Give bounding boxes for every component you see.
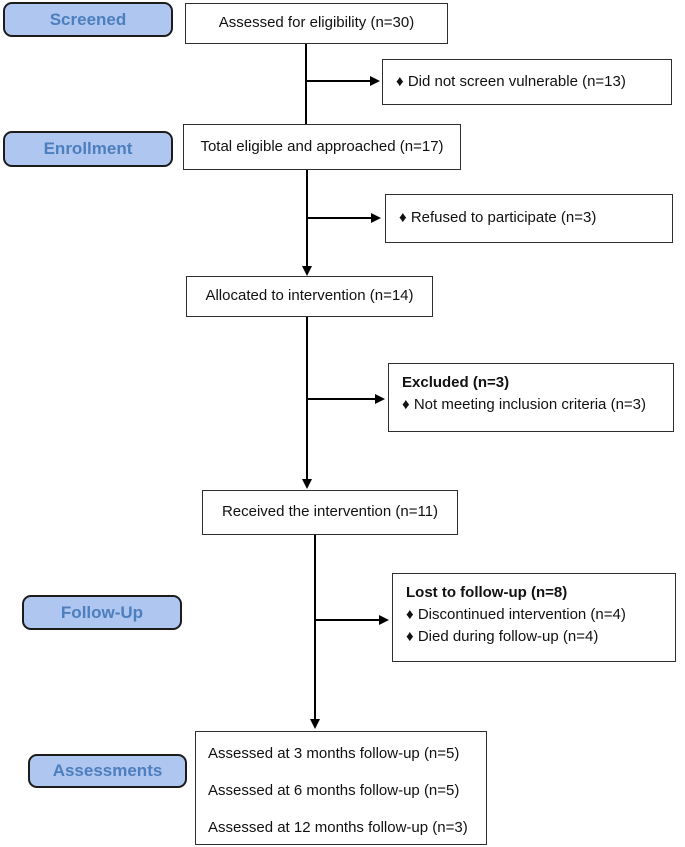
node-total-eligible: Total eligible and approached (n=17) bbox=[183, 124, 461, 170]
node-received: Received the intervention (n=11) bbox=[202, 490, 458, 535]
node-allocated: Allocated to intervention (n=14) bbox=[186, 276, 433, 317]
arrowhead-right-excluded bbox=[375, 393, 385, 404]
stage-label-assessments: Assessments bbox=[28, 754, 187, 788]
stage-label-enrollment: Enrollment bbox=[3, 131, 173, 167]
arrowhead-down-assessments bbox=[309, 719, 320, 729]
stage-label-followup: Follow-Up bbox=[22, 595, 182, 630]
node-refused: ♦ Refused to participate (n=3) bbox=[385, 194, 673, 243]
excluded-item: ♦ Not meeting inclusion criteria (n=3) bbox=[402, 396, 647, 413]
lost-item-2: ♦ Died during follow-up (n=4) bbox=[406, 628, 599, 645]
connector-h3 bbox=[307, 398, 376, 400]
node-did-not-screen: ♦ Did not screen vulnerable (n=13) bbox=[382, 59, 672, 105]
arrowhead-right-did-not-screen bbox=[370, 75, 380, 86]
assessed-3mo: Assessed at 3 months follow-up (n=5) bbox=[208, 745, 460, 762]
connector-v4 bbox=[314, 535, 316, 720]
arrowhead-right-lost bbox=[379, 614, 389, 625]
assessed-6mo: Assessed at 6 months follow-up (n=5) bbox=[208, 782, 460, 799]
assessed-12mo: Assessed at 12 months follow-up (n=3) bbox=[208, 819, 468, 836]
lost-title: Lost to follow-up (n=8) bbox=[406, 584, 568, 601]
node-lost-followup: Lost to follow-up (n=8) ♦ Discontinued i… bbox=[392, 573, 676, 662]
lost-item-1: ♦ Discontinued intervention (n=4) bbox=[406, 606, 626, 623]
connector-v3 bbox=[306, 317, 308, 480]
connector-h1 bbox=[306, 80, 371, 82]
stage-label-screened: Screened bbox=[3, 2, 173, 37]
excluded-title: Excluded (n=3) bbox=[402, 374, 510, 391]
arrowhead-right-refused bbox=[371, 212, 381, 223]
connector-h4 bbox=[315, 619, 380, 621]
node-excluded: Excluded (n=3) ♦ Not meeting inclusion c… bbox=[388, 363, 674, 432]
arrowhead-down-allocated bbox=[301, 266, 312, 276]
node-assessed-eligibility: Assessed for eligibility (n=30) bbox=[185, 3, 448, 44]
connector-h2 bbox=[307, 217, 372, 219]
node-assessments: Assessed at 3 months follow-up (n=5) Ass… bbox=[195, 731, 487, 845]
arrowhead-down-received bbox=[301, 479, 312, 489]
connector-v2 bbox=[306, 170, 308, 267]
connector-v1 bbox=[305, 44, 307, 124]
